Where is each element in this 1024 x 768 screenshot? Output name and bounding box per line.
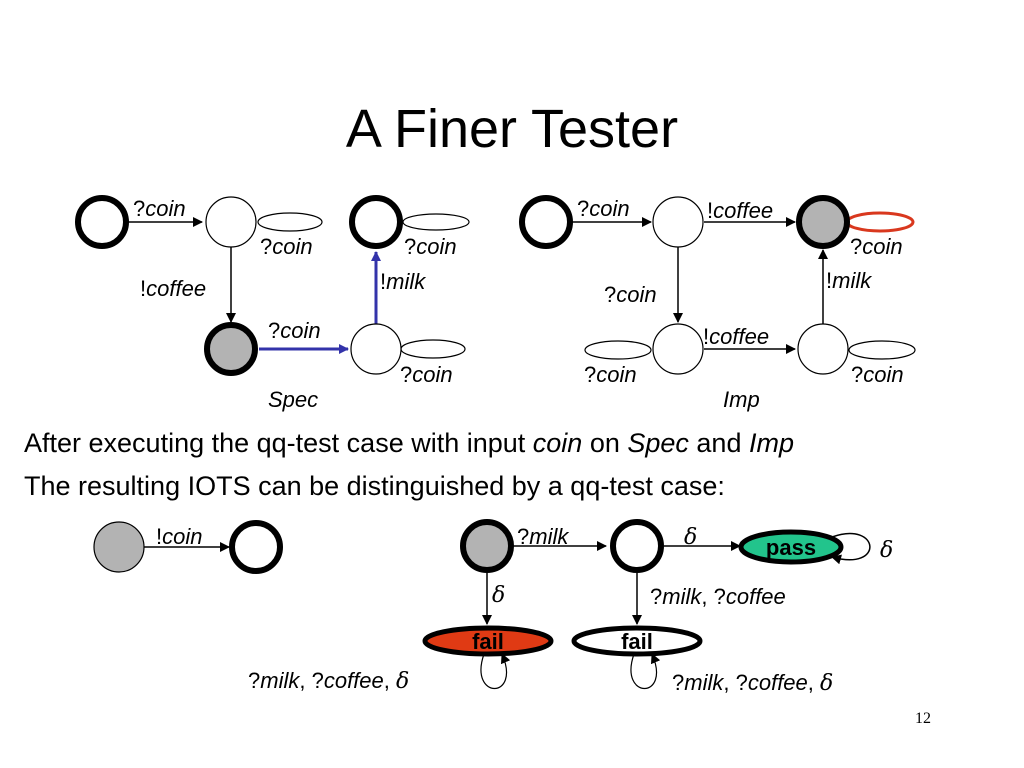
tester-label-milk-coffee: ?milk, ?coffee	[650, 584, 786, 609]
spec-state-s3	[349, 195, 403, 249]
tester-small-state-gray	[93, 521, 145, 573]
imp-label-coffee-top: !coffee	[707, 198, 773, 223]
spec-label-s1-loop: ?coin	[260, 234, 313, 259]
line1-coin: coin	[532, 428, 583, 458]
line1-spec: Spec	[627, 428, 689, 458]
imp-state-c	[797, 323, 849, 375]
imp-state-a	[652, 196, 704, 248]
spec-label-s2-coin: ?coin	[268, 318, 321, 343]
slide-title: A Finer Tester	[345, 99, 679, 159]
tester-state-mid	[610, 519, 664, 573]
tester-label-fail-red-loop: ?milk, ?coffee, δ	[248, 668, 409, 694]
tester-fail-red-loop	[480, 653, 511, 689]
tester-fail-white-loop	[630, 653, 661, 689]
imp-loop-left	[584, 340, 652, 360]
body-text-line-2: The resulting IOTS can be distinguished …	[24, 471, 725, 501]
tester-fail-white-label: fail	[621, 629, 653, 654]
imp-state-b	[652, 323, 704, 375]
tester-label-milk: ?milk	[517, 524, 569, 549]
tester-fail-red-label: fail	[472, 629, 504, 654]
page-number: 12	[915, 710, 931, 727]
tester-fail-white-node	[571, 625, 703, 657]
spec-state-s4	[350, 323, 402, 375]
spec-label-s3-loop: ?coin	[404, 234, 457, 259]
imp-name: Imp	[723, 387, 760, 412]
tester-label-delta-loop: δ	[880, 538, 893, 563]
spec-label-milk: !milk	[380, 269, 426, 294]
tester-main: pass fail fail ?milk δ δ δ ?milk, ?coffe…	[248, 519, 893, 696]
spec-label-coffee: !coffee	[140, 276, 206, 301]
spec-state-s1	[205, 196, 257, 248]
tester-small: !coin	[93, 520, 283, 574]
imp-label-coffee-bottom: !coffee	[703, 324, 769, 349]
tester-pass-label: pass	[766, 535, 816, 560]
line1-part1: After executing the qq-test case with in…	[24, 428, 533, 458]
spec-state-s2	[204, 322, 258, 376]
line1-part2: on	[582, 428, 628, 458]
spec-label-s4-loop: ?coin	[400, 362, 453, 387]
imp-state-init	[519, 195, 573, 249]
spec-loop-s1	[257, 212, 323, 232]
imp-automaton: ?coin !coffee ?coin ?coin !milk !coffee …	[519, 195, 916, 412]
tester-pass-loop	[831, 532, 871, 565]
spec-loop-s4	[400, 339, 466, 359]
spec-automaton: ?coin ?coin !coffee ?coin ?coin !milk ?c…	[75, 195, 470, 412]
spec-label-init-coin: ?coin	[133, 196, 186, 221]
imp-loop-q	[845, 211, 915, 233]
imp-label-q-loop: ?coin	[850, 234, 903, 259]
tester-pass-node	[738, 529, 844, 565]
tester-fail-red-node	[422, 625, 554, 657]
tester-small-label: !coin	[156, 524, 202, 549]
line1-part3: and	[688, 428, 749, 458]
tester-state-start	[460, 519, 514, 573]
spec-state-init	[75, 195, 129, 249]
spec-loop-s3	[402, 213, 470, 231]
line1-imp: Imp	[748, 428, 794, 458]
imp-label-milk-up: !milk	[826, 268, 872, 293]
tester-label-delta-pass: δ	[684, 525, 697, 550]
body-text-line-1: After executing the qq-test case with in…	[24, 428, 794, 459]
tester-small-state-end	[229, 520, 283, 574]
imp-label-coin-down: ?coin	[604, 282, 657, 307]
imp-label-init-coin: ?coin	[577, 196, 630, 221]
tester-label-fail-white-loop: ?milk, ?coffee, δ	[672, 670, 833, 696]
imp-state-q	[796, 195, 850, 249]
imp-loop-right	[848, 340, 916, 360]
imp-label-left-loop: ?coin	[584, 362, 637, 387]
spec-name: Spec	[268, 387, 318, 412]
tester-label-delta-fail: δ	[492, 583, 505, 608]
imp-label-right-loop: ?coin	[851, 362, 904, 387]
